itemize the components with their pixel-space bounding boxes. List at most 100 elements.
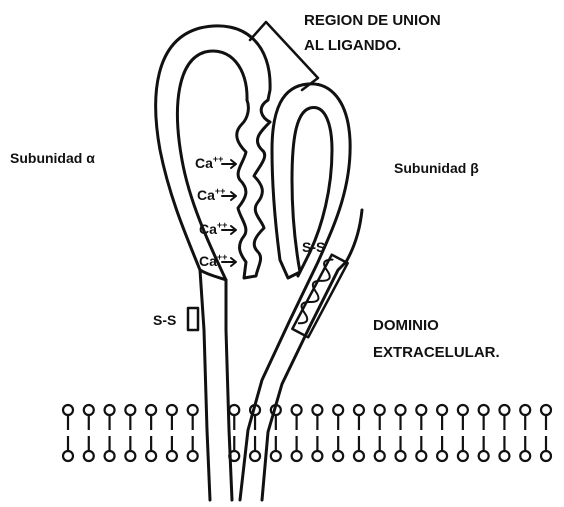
lipid-head (541, 405, 551, 415)
lipid-head (167, 451, 177, 461)
lipid-head (84, 451, 94, 461)
lipid-head (458, 405, 468, 415)
lipid-top (479, 405, 489, 430)
lipid-head (250, 451, 260, 461)
lipid-bilayer (63, 405, 551, 461)
lipid-top (312, 405, 322, 430)
beta-ss-label: S-S (302, 239, 325, 255)
lipid-bottom (396, 436, 406, 461)
lipid-bottom (458, 436, 468, 461)
lipid-top (84, 405, 94, 430)
lipid-head (63, 451, 73, 461)
lipid-head (292, 451, 302, 461)
lipid-top (146, 405, 156, 430)
lipid-top (541, 405, 551, 430)
lipid-top (333, 405, 343, 430)
lipid-bottom (125, 436, 135, 461)
alpha-disulfide-box (188, 308, 198, 330)
lipid-top (292, 405, 302, 430)
lipid-top (229, 405, 239, 430)
lipid-head (188, 451, 198, 461)
lipid-head (229, 405, 239, 415)
calcium-label-1: Ca++ (195, 154, 223, 171)
alpha-subunit-label: Subunidad α (10, 150, 95, 166)
lipid-bottom (84, 436, 94, 461)
region-label-line2: AL LIGANDO. (304, 37, 401, 54)
lipid-bottom (250, 436, 260, 461)
lipid-head (312, 451, 322, 461)
lipid-top (520, 405, 530, 430)
lipid-head (271, 451, 281, 461)
lipid-head (396, 405, 406, 415)
lipid-head (333, 451, 343, 461)
lipid-top (437, 405, 447, 430)
lipid-head (292, 405, 302, 415)
lipid-head (354, 451, 364, 461)
lipid-head (499, 451, 509, 461)
lipid-head (520, 451, 530, 461)
lipid-top (354, 405, 364, 430)
lipid-top (375, 405, 385, 430)
lipid-head (125, 451, 135, 461)
lipid-bottom (188, 436, 198, 461)
lipid-bottom (312, 436, 322, 461)
domain-label-line1: DOMINIO (373, 317, 439, 334)
lipid-head (63, 405, 73, 415)
lipid-head (416, 451, 426, 461)
lipid-head (416, 405, 426, 415)
lipid-head (125, 405, 135, 415)
lipid-bottom (105, 436, 115, 461)
lipid-head (458, 451, 468, 461)
lipid-head (146, 451, 156, 461)
alpha-ss-label: S-S (153, 312, 176, 328)
lipid-top (63, 405, 73, 430)
calcium-label-3: Ca++ (199, 220, 227, 237)
lipid-head (541, 451, 551, 461)
lipid-head (375, 451, 385, 461)
lipid-bottom (541, 436, 551, 461)
calcium-arrows (222, 160, 236, 266)
lipid-bottom (375, 436, 385, 461)
lipid-bottom (416, 436, 426, 461)
lipid-top (416, 405, 426, 430)
lipid-head (479, 451, 489, 461)
lipid-head (188, 405, 198, 415)
lipid-top (125, 405, 135, 430)
beta-subunit-label: Subunidad β (394, 160, 479, 176)
calcium-label-2: Ca++ (197, 186, 225, 203)
lipid-bottom (437, 436, 447, 461)
lipid-head (520, 405, 530, 415)
lipid-bottom (479, 436, 489, 461)
lipid-head (312, 405, 322, 415)
lipid-bottom (292, 436, 302, 461)
lipid-bottom (520, 436, 530, 461)
lipid-bottom (271, 436, 281, 461)
lipid-top (105, 405, 115, 430)
lipid-head (396, 451, 406, 461)
lipid-head (105, 405, 115, 415)
alpha-binding-edge (237, 100, 270, 278)
lipid-head (84, 405, 94, 415)
calcium-label-4: Ca++ (199, 252, 227, 269)
lipid-head (499, 405, 509, 415)
lipid-head (333, 405, 343, 415)
lipid-top (188, 405, 198, 430)
lipid-bottom (167, 436, 177, 461)
domain-label-line2: EXTRACELULAR. (373, 344, 500, 361)
lipid-top (499, 405, 509, 430)
lipid-head (375, 405, 385, 415)
lipid-bottom (146, 436, 156, 461)
lipid-head (105, 451, 115, 461)
lipid-bottom (499, 436, 509, 461)
lipid-head (437, 405, 447, 415)
lipid-head (354, 405, 364, 415)
lipid-head (146, 405, 156, 415)
lipid-top (458, 405, 468, 430)
lipid-bottom (333, 436, 343, 461)
lipid-top (167, 405, 177, 430)
ca-arrow-1 (222, 160, 236, 168)
ligand-binding-bracket (250, 22, 318, 90)
lipid-head (167, 405, 177, 415)
lipid-bottom (354, 436, 364, 461)
